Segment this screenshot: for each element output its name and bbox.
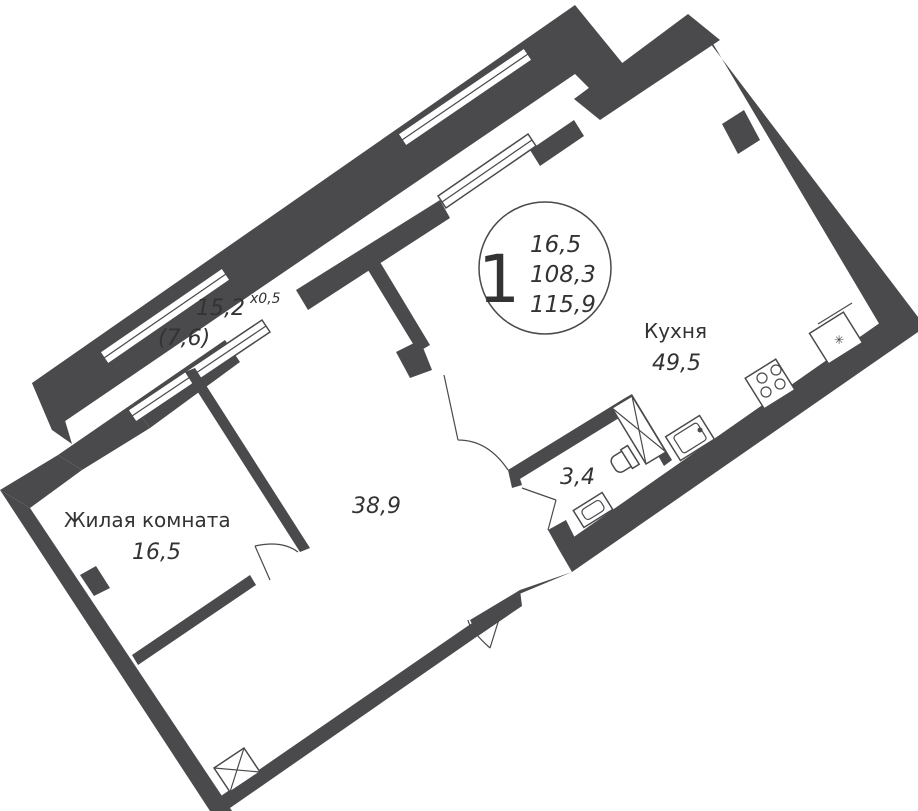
vent-shaft-icon [212,746,262,794]
kitchen-area: 49,5 [652,351,701,376]
kitchen-name: Кухня [644,319,707,343]
svg-text:✳: ✳ [834,333,844,347]
rooms-count: 1 [478,241,520,318]
bathroom-area: 3,4 [560,465,595,490]
room-labels: 15,2 x0,5 (7,6) Кухня 49,5 Жилая комната… [64,291,707,565]
apartment-summary-badge: 1 16,5 108,3 115,9 [478,201,612,335]
total-with-balcony-value: 115,9 [530,292,596,318]
balcony-reduced-area: (7,6) [158,326,210,351]
bedroom-name: Жилая комната [64,508,231,532]
stove-icon [744,358,796,410]
living-area-value: 16,5 [530,232,581,258]
bathroom-door [521,487,557,531]
outer-walls [0,14,918,811]
fridge-icon: ✳ [808,302,864,365]
vent-shaft-icon [610,394,668,466]
balcony-coefficient: x0,5 [249,291,281,307]
bedroom-door [254,543,299,581]
fixtures: ✳ [212,302,864,794]
bedroom-area: 16,5 [132,540,181,565]
doors [254,374,557,649]
hall-area: 38,9 [352,494,401,519]
entrance-door [467,599,506,649]
windows [98,46,538,424]
sink-icon [572,491,614,529]
kitchen-door [443,374,509,471]
balcony-area: 15,2 [196,296,245,321]
toilet-icon [610,444,641,473]
kitchen-sink-icon [664,414,716,462]
balcony-walls [32,5,628,444]
total-area-value: 108,3 [530,262,596,288]
